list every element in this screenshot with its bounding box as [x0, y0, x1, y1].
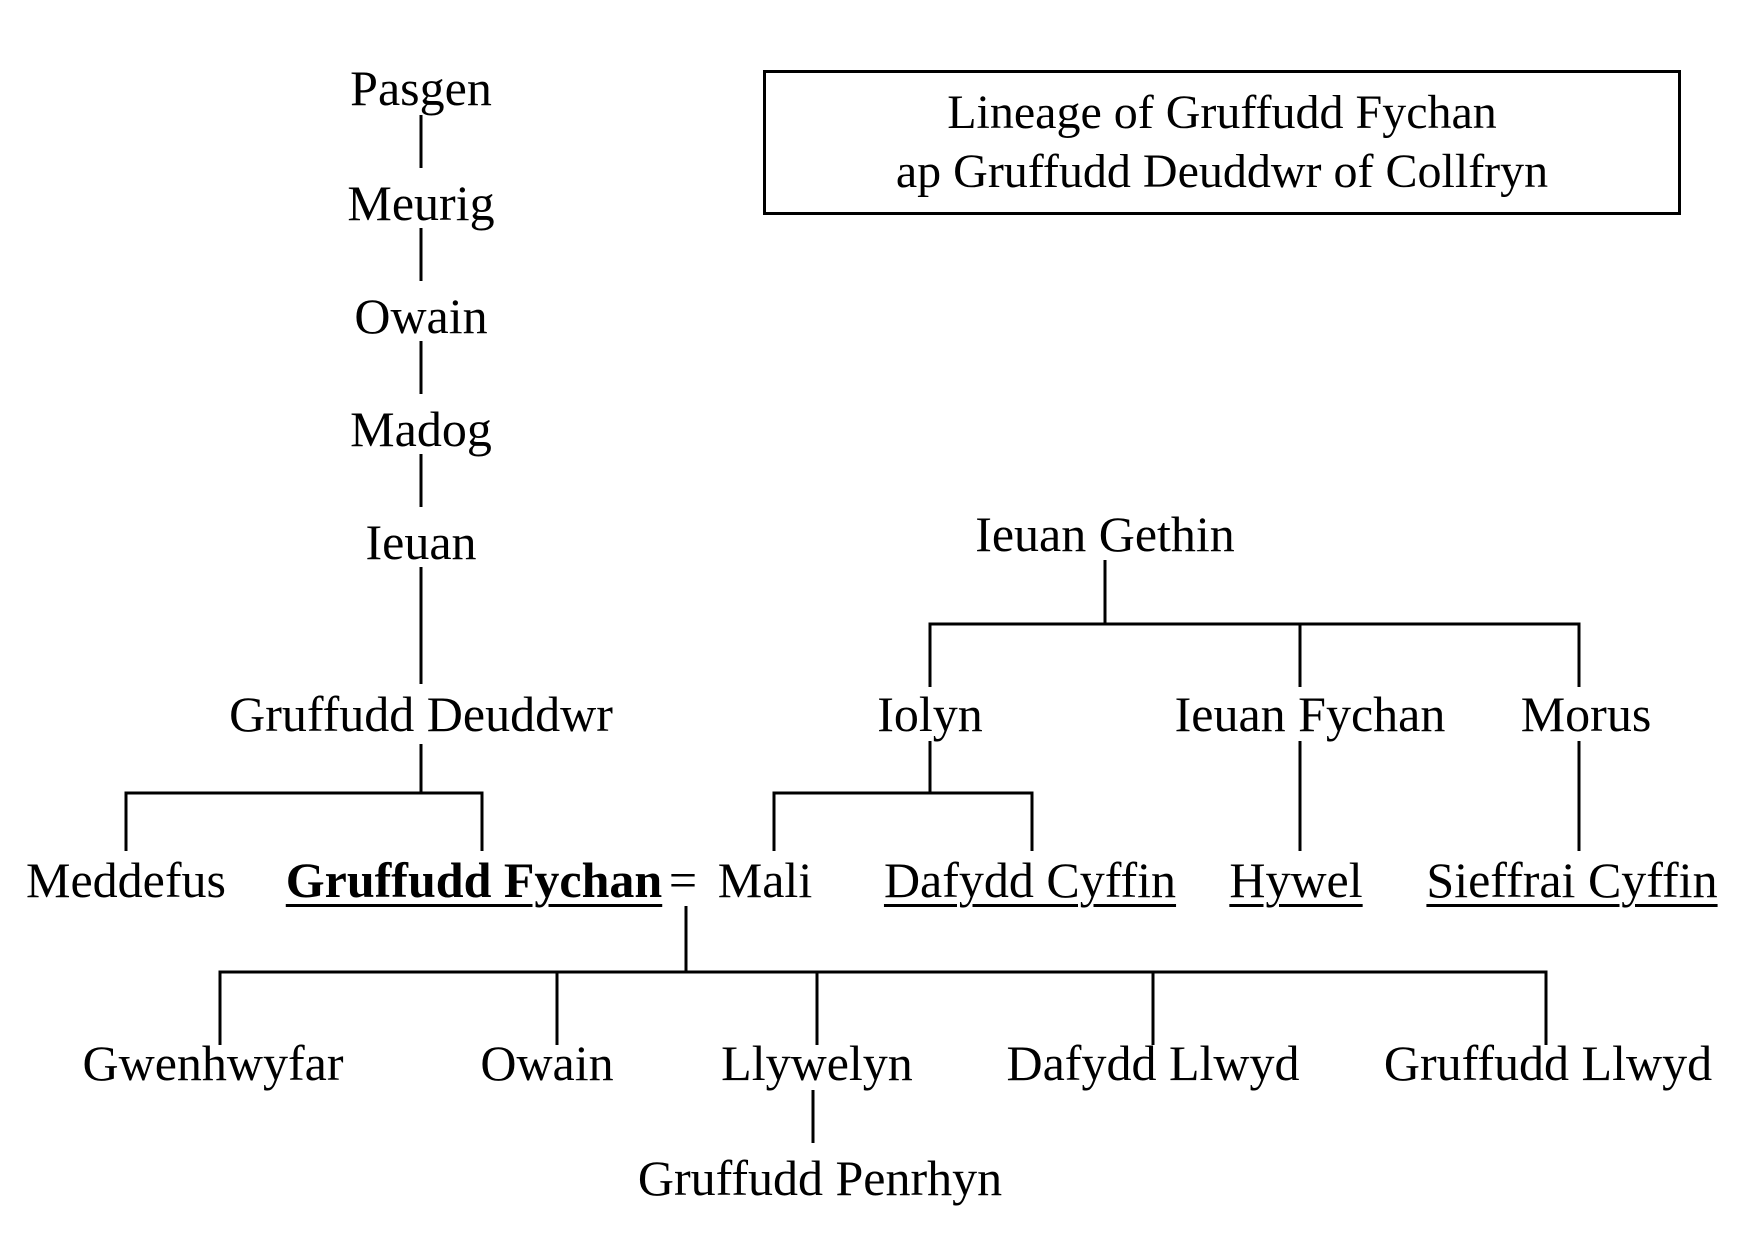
node-meurig: Meurig [347, 175, 495, 231]
node-dafydd-llwyd: Dafydd Llwyd [1006, 1035, 1300, 1091]
node-owain-ancestor: Owain [354, 288, 488, 344]
node-gwenhwyfar: Gwenhwyfar [82, 1035, 344, 1091]
node-gruffudd-llwyd: Gruffudd Llwyd [1383, 1035, 1713, 1091]
node-pasgen: Pasgen [350, 60, 492, 116]
connector-lines [124, 115, 1581, 1143]
node-iolyn: Iolyn [877, 686, 983, 742]
node-gruffudd-penrhyn: Gruffudd Penrhyn [637, 1150, 1003, 1206]
node-morus: Morus [1520, 686, 1652, 742]
node-madog: Madog [350, 401, 492, 457]
node-ieuan-fychan: Ieuan Fychan [1174, 686, 1446, 742]
node-ieuan: Ieuan [365, 514, 477, 570]
node-gruffudd-fychan: Gruffudd Fychan [285, 852, 663, 908]
node-sieffrai-cyffin: Sieffrai Cyffin [1426, 852, 1718, 908]
node-hywel: Hywel [1229, 852, 1363, 908]
node-gruffudd-deuddwr: Gruffudd Deuddwr [229, 686, 613, 742]
marriage-equals-sign: = [668, 852, 698, 908]
node-mali: Mali [717, 852, 813, 908]
node-ieuan-gethin: Ieuan Gethin [975, 506, 1235, 562]
node-llywelyn: Llywelyn [721, 1035, 913, 1091]
node-owain-child: Owain [480, 1035, 614, 1091]
node-meddefus: Meddefus [26, 852, 226, 908]
title-line-1: Lineage of Gruffudd Fychan [947, 85, 1497, 139]
title-line-2: ap Gruffudd Deuddwr of Collfryn [895, 144, 1549, 198]
node-dafydd-cyffin: Dafydd Cyffin [883, 852, 1177, 908]
title-box: Lineage of Gruffudd Fychan ap Gruffudd D… [763, 70, 1681, 215]
